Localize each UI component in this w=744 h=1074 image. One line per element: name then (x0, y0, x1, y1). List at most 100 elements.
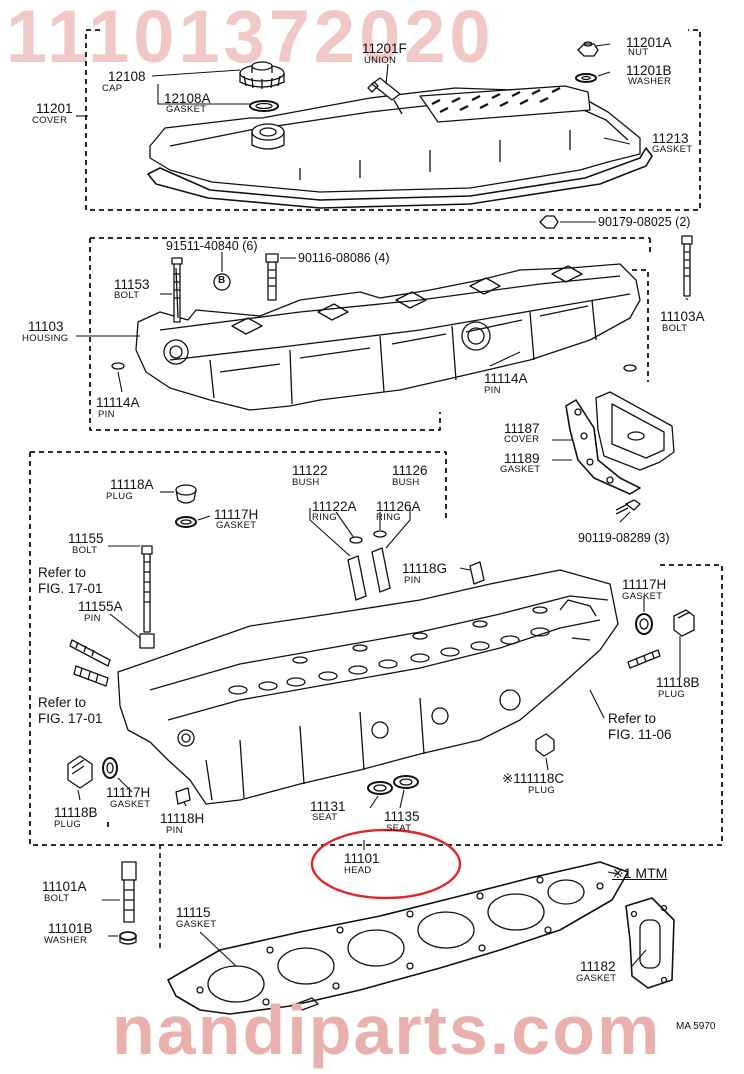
head-stud-left-upper (69, 639, 111, 667)
part-number-11131: 11131 (310, 799, 346, 814)
part-number-11122: 11122 (292, 463, 328, 478)
part-name-12108A: GASKET (166, 104, 207, 115)
part-number-90119-08289: 90119-08289 (3) (578, 531, 670, 545)
part-number-11103: 11103 (28, 319, 64, 334)
group-frame-housing (89, 237, 651, 431)
housing-pins (111, 362, 637, 372)
end-cover-gasket (565, 399, 641, 495)
camshaft-bushes (347, 530, 391, 601)
gasket-11117H-right (635, 613, 653, 635)
head-bolt-frame (150, 844, 161, 948)
head-stud-right (627, 649, 661, 669)
valve-spring-seats (367, 775, 419, 795)
part-number-11126A: 11126A (376, 499, 421, 514)
part-name-11201: COVER (32, 115, 68, 126)
part-name-11201F: UNION (364, 55, 397, 66)
part-name-11101A: BOLT (44, 893, 70, 904)
part-number-12108: 12108 (108, 69, 146, 84)
plug-111118C (535, 733, 555, 757)
part-name-11201A: NUT (628, 47, 649, 58)
part-name-11103: HOUSING (22, 333, 69, 344)
part-number-11114A-left: 11114A (96, 395, 140, 410)
cylinder-head (117, 569, 619, 805)
part-number-11117H-bottom: 11117H (106, 785, 151, 800)
refer-to-fig-17-01-upper-line2: FIG. 17-01 (38, 581, 103, 596)
part-number-11135: 11135 (384, 809, 420, 824)
part-number-90116-08086: 90116-08086 (4) (298, 251, 390, 265)
part-name-11118A: PLUG (106, 491, 134, 502)
plug-11118A (175, 484, 197, 504)
leader-lines (76, 43, 689, 967)
part-name-11187: COVER (504, 434, 540, 445)
part-number-11118H: 11118H (160, 811, 205, 826)
gasket-11117H-top (175, 516, 197, 528)
part-name-11126: BUSH (392, 477, 420, 488)
part-name-11122: BUSH (292, 477, 320, 488)
gasket-11117H-bottom (102, 757, 118, 779)
part-name-11201B: WASHER (628, 76, 672, 87)
part-name-11118H: PIN (166, 825, 183, 836)
refer-to-fig-17-01-upper-line1: Refer to (38, 565, 87, 580)
part-number-11155: 11155 (68, 531, 104, 546)
part-name-11117H-bottom: GASKET (110, 799, 151, 810)
part-number-11115: 11115 (176, 905, 211, 920)
part-name-11114A-right: PIN (484, 385, 501, 396)
part-name-11155A: PIN (84, 613, 101, 624)
part-number-11182: 11182 (580, 959, 616, 974)
head-gasket (167, 861, 629, 1015)
part-number-11114A-right: 11114A (484, 371, 528, 386)
manifold-gasket (625, 897, 675, 989)
cover-gasket (147, 147, 653, 209)
refer-to-fig-17-01-lower-line2: FIG. 17-01 (38, 711, 103, 726)
plug-11118B-left (67, 755, 93, 789)
part-number-11118B-right: 11118B (656, 675, 700, 690)
part-number-11117H-right: 11117H (622, 577, 667, 592)
part-number-11101B: 11101B (48, 921, 93, 936)
part-name-11153: BOLT (114, 290, 140, 301)
part-number-11103A: 11103A (660, 309, 705, 324)
part-number-11201: 11201 (36, 101, 73, 116)
mtm-note: ※1 MTM (612, 865, 668, 881)
part-name-111118C: PLUG (528, 785, 556, 796)
part-number-11189: 11189 (504, 451, 540, 466)
part-number-11101: 11101 (344, 851, 380, 866)
cover-washer (575, 73, 597, 83)
figure-code: MA 5970 (676, 1021, 716, 1032)
refer-to-fig-17-01-lower-line1: Refer to (38, 695, 87, 710)
part-name-12108: CAP (102, 83, 123, 94)
part-number-91511-40840: 91511-40840 (6) (166, 239, 258, 253)
housing-bolts-long (171, 257, 183, 323)
part-name-11126A: RING (376, 512, 401, 523)
part-name-11114A-left: PIN (98, 409, 115, 420)
part-name-11182: GASKET (576, 973, 617, 984)
part-number-11201F: 11201F (362, 41, 407, 56)
part-name-11101: HEAD (344, 865, 372, 876)
head-long-bolt (139, 545, 155, 649)
part-number-11126: 11126 (392, 463, 428, 478)
part-number-11155A: 11155A (78, 599, 123, 614)
head-stud-left-lower (73, 665, 109, 687)
group-frame-head (29, 451, 723, 846)
pin-11118G (469, 561, 485, 585)
part-number-11153: 11153 (114, 277, 150, 292)
part-number-11187: 11187 (504, 421, 540, 436)
part-name-11118B-left: PLUG (54, 819, 82, 830)
part-name-11155: BOLT (72, 545, 98, 556)
end-cover-plate (595, 391, 675, 471)
part-name-11101B: WASHER (44, 935, 88, 946)
part-name-11118G: PIN (404, 575, 421, 586)
part-number-11117H-top: 11117H (214, 507, 259, 522)
cover-nut (577, 41, 599, 57)
part-name-11118B-right: PLUG (658, 689, 686, 700)
part-name-11122A: RING (312, 512, 337, 523)
part-number-11118B-left: 11118B (54, 805, 98, 820)
housing-bolt-short (265, 253, 279, 301)
part-number-11122A: 11122A (312, 499, 357, 514)
part-number-90179-08025: 90179-08025 (2) (598, 215, 691, 229)
part-name-11117H-top: GASKET (216, 520, 257, 531)
oil-filler-cap (239, 61, 285, 89)
group-frame-cover (85, 29, 701, 211)
part-name-11131: SEAT (312, 812, 338, 823)
camshaft-housing (135, 263, 641, 411)
